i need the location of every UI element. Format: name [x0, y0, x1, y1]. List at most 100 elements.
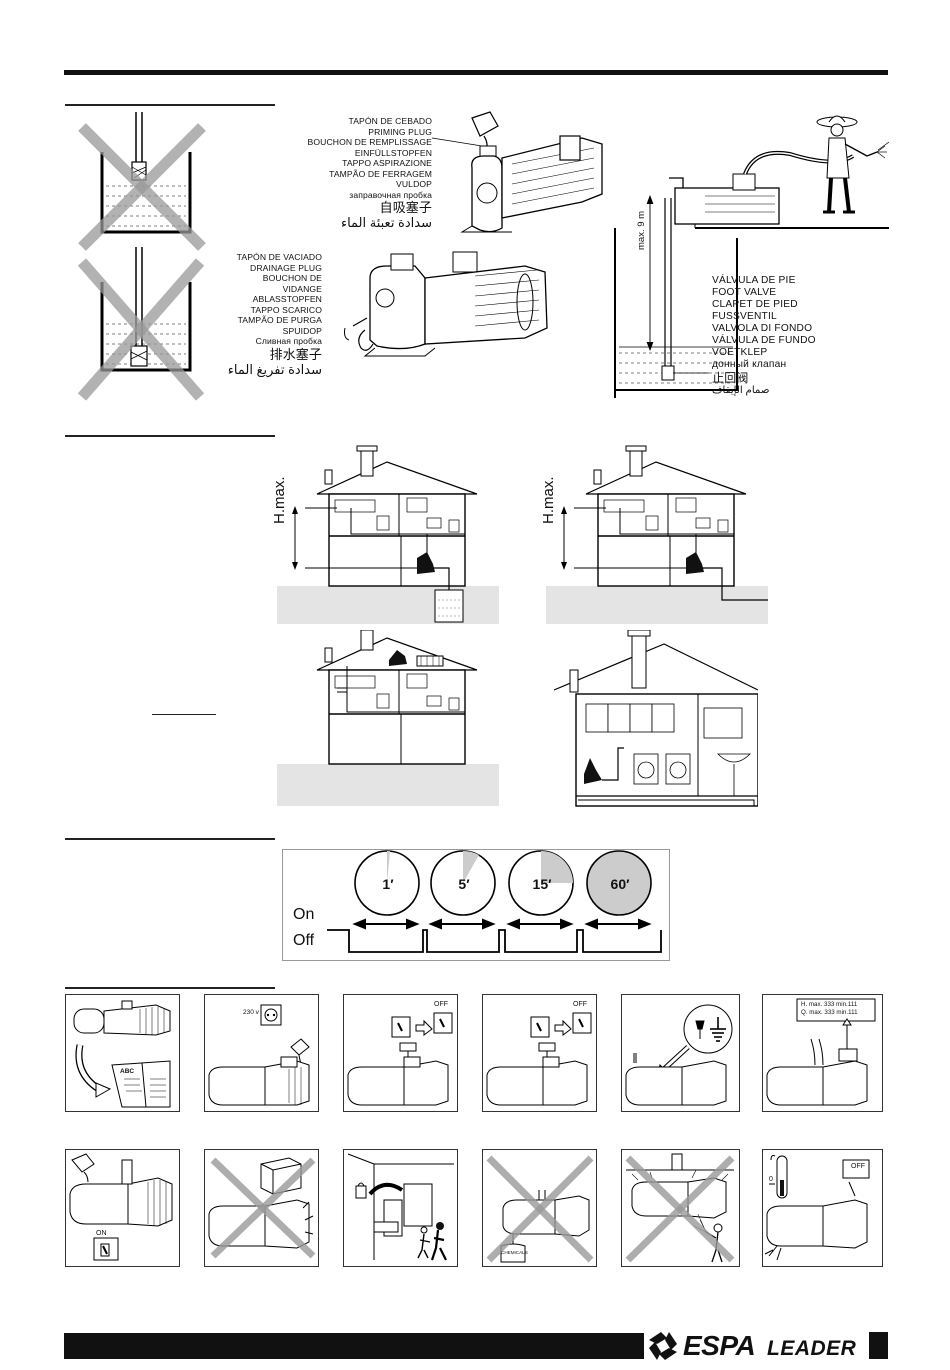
foot-valve-wrong-tanks: [77, 112, 206, 401]
house-diagram-attic: [277, 630, 499, 806]
dial-label-15: 15′: [532, 876, 552, 892]
zero-label: 0: [769, 1176, 773, 1183]
top-rule: [64, 70, 888, 75]
plug-pin-icon: [695, 1020, 705, 1039]
tank-valve-too-low: [77, 247, 205, 401]
earth-ground-icon: [710, 1017, 726, 1042]
label-de: EINFÜLLSTOPFEN: [354, 147, 432, 158]
jug-icon: [471, 111, 499, 137]
rotate-icon: [770, 1155, 776, 1161]
drain-plug-labels: TAPÓN DE VACIADO DRAINAGE PLUG BOUCHON D…: [222, 252, 322, 377]
arrow-icon: [554, 1019, 572, 1036]
label-es: TAPÓN DE VACIADO: [236, 252, 322, 262]
dial-1-minute: [354, 850, 420, 916]
dial-label-5: 5′: [458, 876, 470, 892]
label-fr: BOUCHON DE VIDANGE: [262, 273, 322, 294]
label-es: TAPÓN DE CEBADO: [348, 116, 432, 126]
brand-model: LEADER: [767, 1337, 857, 1360]
label-it: TAPPO ASPIRAZIONE: [342, 158, 432, 168]
label-zh: 止回阀: [712, 371, 749, 385]
label-fr: CLAPET DE PIED: [712, 299, 798, 310]
thermometer-icon: [776, 1155, 788, 1199]
padlock-icon: [355, 1185, 367, 1199]
label-zh: 自吸塞子: [379, 200, 432, 215]
panel-no-water-spray: [621, 1149, 740, 1267]
label-en: DRAINAGE PLUG: [250, 262, 322, 273]
label-ar: سدادة تفريغ الماء: [227, 361, 322, 377]
plug-icon: [290, 1038, 310, 1056]
panel-keep-away-children: [343, 1149, 458, 1267]
manual-icon: [111, 1060, 171, 1108]
arrow-icon: [415, 1019, 433, 1036]
section-rule-4: [65, 987, 275, 989]
label-fr: BOUCHON DE REMPLISSAGE: [307, 137, 432, 147]
off-label: OFF: [573, 1001, 587, 1008]
spec-head: H. max. 333 min.111: [801, 1001, 858, 1008]
house-diagram-well: H.max.: [271, 440, 499, 624]
panel-no-chemicals: CHEMICALS: [482, 1149, 597, 1267]
label-en: FOOT VALVE: [712, 287, 777, 298]
label-nl: VULDOP: [396, 179, 432, 189]
dial-label-60: 60′: [610, 876, 630, 892]
dial-60-minutes: [586, 850, 652, 916]
pump-drain-drawing: [344, 251, 548, 357]
label-de: ABLASSTOPFEN: [252, 294, 322, 304]
panel-switch-off-2: OFF: [482, 994, 597, 1112]
pump-priming-drawing: [432, 111, 603, 233]
panel-power-supply: 230 v: [204, 994, 319, 1112]
priming-plug-labels: TAPÓN DE CEBADO PRIMING PLUG BOUCHON DE …: [290, 116, 432, 230]
duty-cycle-timer: 1′ 5′ 15′ 60′ On Off: [282, 849, 670, 961]
off-sign-icon: [842, 1159, 870, 1179]
label-ar: سدادة تعبئة الماء: [340, 215, 432, 230]
label-ar: صمام الإيقاف: [712, 385, 770, 396]
label-ru: заправочная пробка: [349, 189, 432, 200]
espa-logo-icon: [649, 1332, 677, 1360]
label-zh: 排水塞子: [269, 346, 322, 362]
label-pt: TAMPÃO DE PURGA: [237, 315, 322, 325]
off-label: OFF: [851, 1163, 865, 1170]
dial-15-minutes: [508, 850, 574, 916]
panel-read-manual: ABC: [65, 994, 180, 1112]
panel-no-weight-on-pump: [204, 1149, 319, 1267]
timer-on-label: On: [293, 906, 315, 923]
panel-earth-connection: [621, 994, 740, 1112]
socket-icon: [260, 1004, 282, 1026]
section-rule-2: [65, 435, 275, 437]
child-icon: [430, 1229, 447, 1261]
jug-icon: [71, 1153, 95, 1173]
house-diagram-kitchen: [554, 630, 758, 808]
label-it: VALVOLA DI FONDO: [712, 323, 813, 334]
panel-switch-off-1: OFF: [343, 994, 458, 1112]
rating-plate-text: H. max. 333 min.111 Q. max. 333 min.111: [801, 1001, 858, 1017]
panel-prime-before-start: ON: [65, 1149, 180, 1267]
label-pt: VÁLVULA DE FUNDO: [712, 335, 816, 346]
dial-label-1: 1′: [382, 876, 394, 892]
section-rule-3: [65, 838, 275, 840]
timer-off-label: Off: [293, 932, 315, 949]
short-rule: [152, 714, 216, 715]
spec-flow: Q. max. 333 min.111: [801, 1009, 858, 1016]
child-icon: [417, 1233, 431, 1259]
label-de: FUSSVENTIL: [712, 311, 777, 322]
hmax-label: H.max.: [540, 476, 557, 524]
chemicals-label: CHEMICALS: [501, 1250, 528, 1255]
panel-rating-plate: H. max. 333 min.111 Q. max. 333 min.111: [762, 994, 883, 1112]
brand-name: ESPA: [683, 1330, 756, 1361]
label-en: PRIMING PLUG: [368, 126, 432, 137]
dial-5-minutes: [430, 850, 496, 916]
house-diagram-mains: H.max.: [540, 440, 768, 624]
label-it: TAPPO SCARICO: [250, 304, 322, 315]
well-installation-drawing: [614, 115, 890, 398]
label-ru: Сливная пробка: [255, 336, 322, 346]
tank-valve-too-high: [78, 112, 206, 251]
label-es: VÁLVULA DE PIE: [712, 275, 796, 286]
brand-logo: ESPA LEADER: [645, 1329, 888, 1363]
label-pt: TAMPÃO DE FERRAGEM: [329, 168, 432, 179]
label-nl: SPUIDOP: [282, 325, 322, 336]
max-depth-label: max. 9 m: [636, 210, 647, 250]
off-label: OFF: [434, 1001, 448, 1008]
voltage-label: 230 v: [243, 1009, 259, 1016]
on-label: ON: [96, 1230, 107, 1237]
abc-label: ABC: [120, 1068, 135, 1075]
foot-valve-labels: VÁLVULA DE PIE FOOT VALVE CLAPET DE PIED…: [712, 275, 832, 397]
